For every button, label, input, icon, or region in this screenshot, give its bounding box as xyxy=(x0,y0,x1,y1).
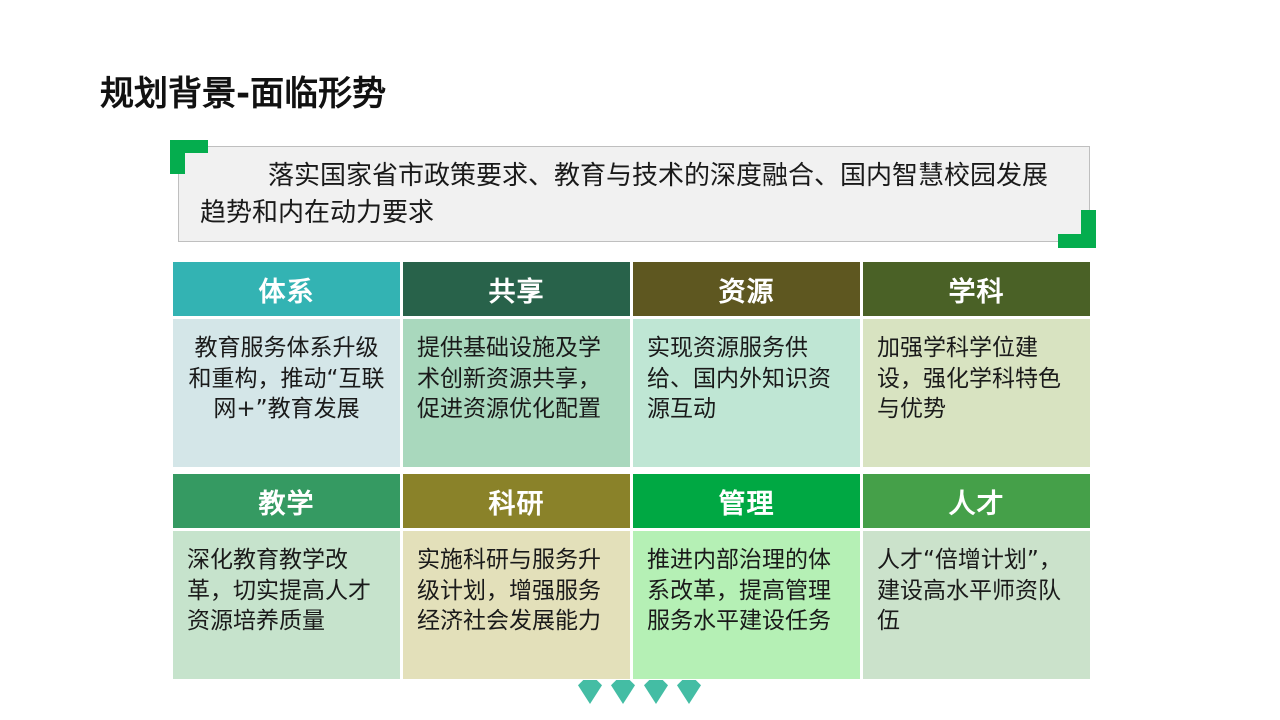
matrix-cell-text: 教育服务体系升级和重构，推动“互联网+”教育发展 xyxy=(188,335,385,423)
matrix-cell-rencai[interactable]: 人才“倍增计划”，建设高水平师资队伍 xyxy=(863,531,1090,679)
matrix-header-ziyuan[interactable]: 资源 xyxy=(633,262,860,316)
matrix-header-label: 教学 xyxy=(258,488,315,520)
diamond-icon xyxy=(611,680,635,704)
matrix-cell-text: 加强学科学位建设，强化学科特色与优势 xyxy=(877,335,1061,423)
diamond-icon xyxy=(644,680,668,704)
corner-bracket-bottom-right-icon xyxy=(1058,210,1096,248)
matrix-header-label: 学科 xyxy=(948,276,1005,308)
matrix-header-keyan[interactable]: 科研 xyxy=(403,474,630,528)
matrix-row-2-bodies: 深化教育教学改革，切实提高人才资源培养质量 实施科研与服务升级计划，增强服务经济… xyxy=(173,531,1090,679)
matrix-header-tixi[interactable]: 体系 xyxy=(173,262,400,316)
matrix-cell-gongxiang[interactable]: 提供基础设施及学术创新资源共享，促进资源优化配置 xyxy=(403,319,630,467)
matrix-cell-text: 人才“倍增计划”，建设高水平师资队伍 xyxy=(877,547,1062,635)
matrix-header-label: 管理 xyxy=(718,488,775,520)
matrix-header-xueke[interactable]: 学科 xyxy=(863,262,1090,316)
matrix-cell-text: 深化教育教学改革，切实提高人才资源培养质量 xyxy=(187,547,371,635)
matrix-cell-text: 推进内部治理的体系改革，提高管理服务水平建设任务 xyxy=(647,547,831,635)
matrix-header-label: 人才 xyxy=(948,488,1005,520)
page-title: 规划背景-面临形势 xyxy=(100,74,387,114)
matrix-header-label: 资源 xyxy=(718,276,775,308)
subtitle-box xyxy=(178,146,1090,242)
matrix-cell-guanli[interactable]: 推进内部治理的体系改革，提高管理服务水平建设任务 xyxy=(633,531,860,679)
matrix-row-1-bodies: 教育服务体系升级和重构，推动“互联网+”教育发展 提供基础设施及学术创新资源共享… xyxy=(173,319,1090,467)
matrix-cell-text: 实施科研与服务升级计划，增强服务经济社会发展能力 xyxy=(417,547,601,635)
matrix-cell-jiaoxue[interactable]: 深化教育教学改革，切实提高人才资源培养质量 xyxy=(173,531,400,679)
bottom-diamond-decoration xyxy=(578,680,708,710)
matrix-header-jiaoxue[interactable]: 教学 xyxy=(173,474,400,528)
matrix-cell-keyan[interactable]: 实施科研与服务升级计划，增强服务经济社会发展能力 xyxy=(403,531,630,679)
matrix-cell-text: 提供基础设施及学术创新资源共享，促进资源优化配置 xyxy=(417,335,601,423)
matrix-header-gongxiang[interactable]: 共享 xyxy=(403,262,630,316)
matrix-header-rencai[interactable]: 人才 xyxy=(863,474,1090,528)
subtitle-text: 落实国家省市政策要求、教育与技术的深度融合、国内智慧校园发展趋势和内在动力要求 xyxy=(200,161,1049,228)
matrix-header-label: 科研 xyxy=(488,488,545,520)
matrix-cell-xueke[interactable]: 加强学科学位建设，强化学科特色与优势 xyxy=(863,319,1090,467)
matrix-row-2-headers: 教学 科研 管理 人才 xyxy=(173,474,1090,528)
diamond-icon xyxy=(578,680,602,704)
matrix-cell-ziyuan[interactable]: 实现资源服务供给、国内外知识资源互动 xyxy=(633,319,860,467)
subtitle-panel: 落实国家省市政策要求、教育与技术的深度融合、国内智慧校园发展趋势和内在动力要求 xyxy=(170,140,1096,248)
diamond-icon xyxy=(677,680,701,704)
matrix-cell-tixi[interactable]: 教育服务体系升级和重构，推动“互联网+”教育发展 xyxy=(173,319,400,467)
corner-bracket-top-left-icon xyxy=(170,140,208,174)
matrix-header-label: 共享 xyxy=(488,276,545,308)
strategy-matrix: 体系 共享 资源 学科 教育服务体系升级和重构，推动“互联网+”教育发展 提供基… xyxy=(173,262,1090,679)
matrix-header-guanli[interactable]: 管理 xyxy=(633,474,860,528)
matrix-header-label: 体系 xyxy=(258,276,315,308)
matrix-cell-text: 实现资源服务供给、国内外知识资源互动 xyxy=(647,335,831,423)
matrix-row-1-headers: 体系 共享 资源 学科 xyxy=(173,262,1090,316)
